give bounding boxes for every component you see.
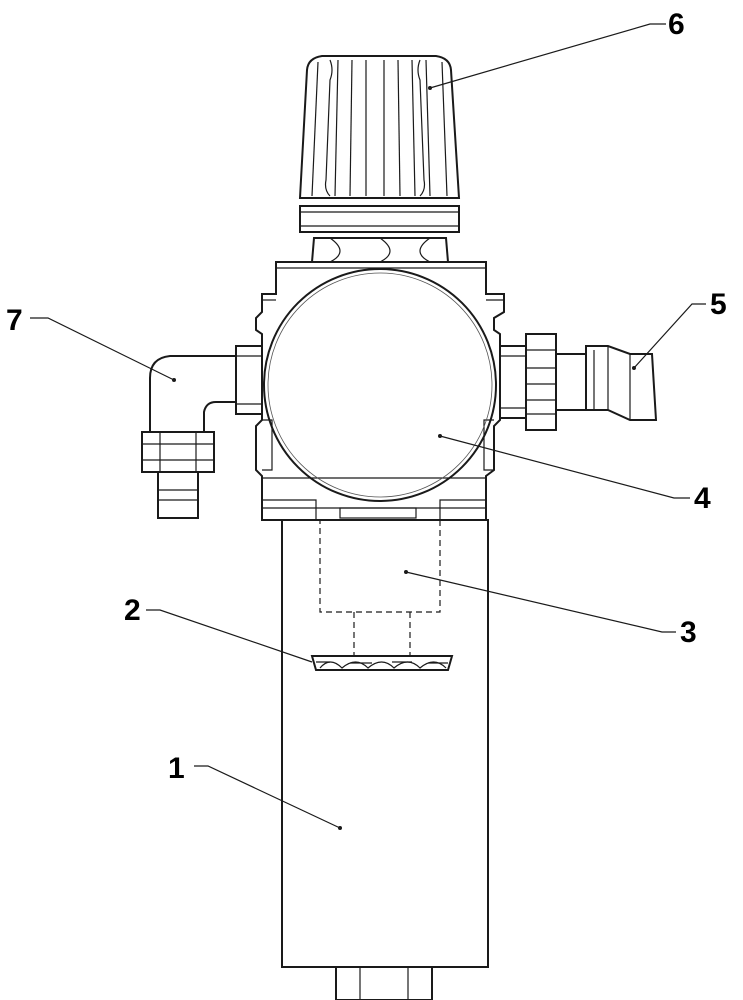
baffle-plate bbox=[310, 655, 454, 671]
filter-bowl bbox=[281, 519, 489, 1000]
part-label-3: 3 bbox=[680, 616, 697, 649]
part-label-1: 1 bbox=[168, 752, 185, 785]
regulator-body bbox=[255, 261, 505, 521]
adjustment-knob bbox=[298, 55, 461, 233]
part-label-4: 4 bbox=[694, 482, 711, 515]
lock-nut bbox=[310, 237, 450, 263]
part-label-2: 2 bbox=[124, 594, 141, 627]
leader-lines bbox=[30, 23, 706, 830]
outlet-fitting bbox=[499, 333, 658, 431]
part-label-7: 7 bbox=[6, 304, 23, 337]
part-label-5: 5 bbox=[710, 288, 727, 321]
elbow-fitting bbox=[141, 345, 263, 519]
filter-element bbox=[319, 519, 441, 656]
pressure-gauge bbox=[263, 268, 497, 502]
part-label-6: 6 bbox=[668, 8, 685, 41]
